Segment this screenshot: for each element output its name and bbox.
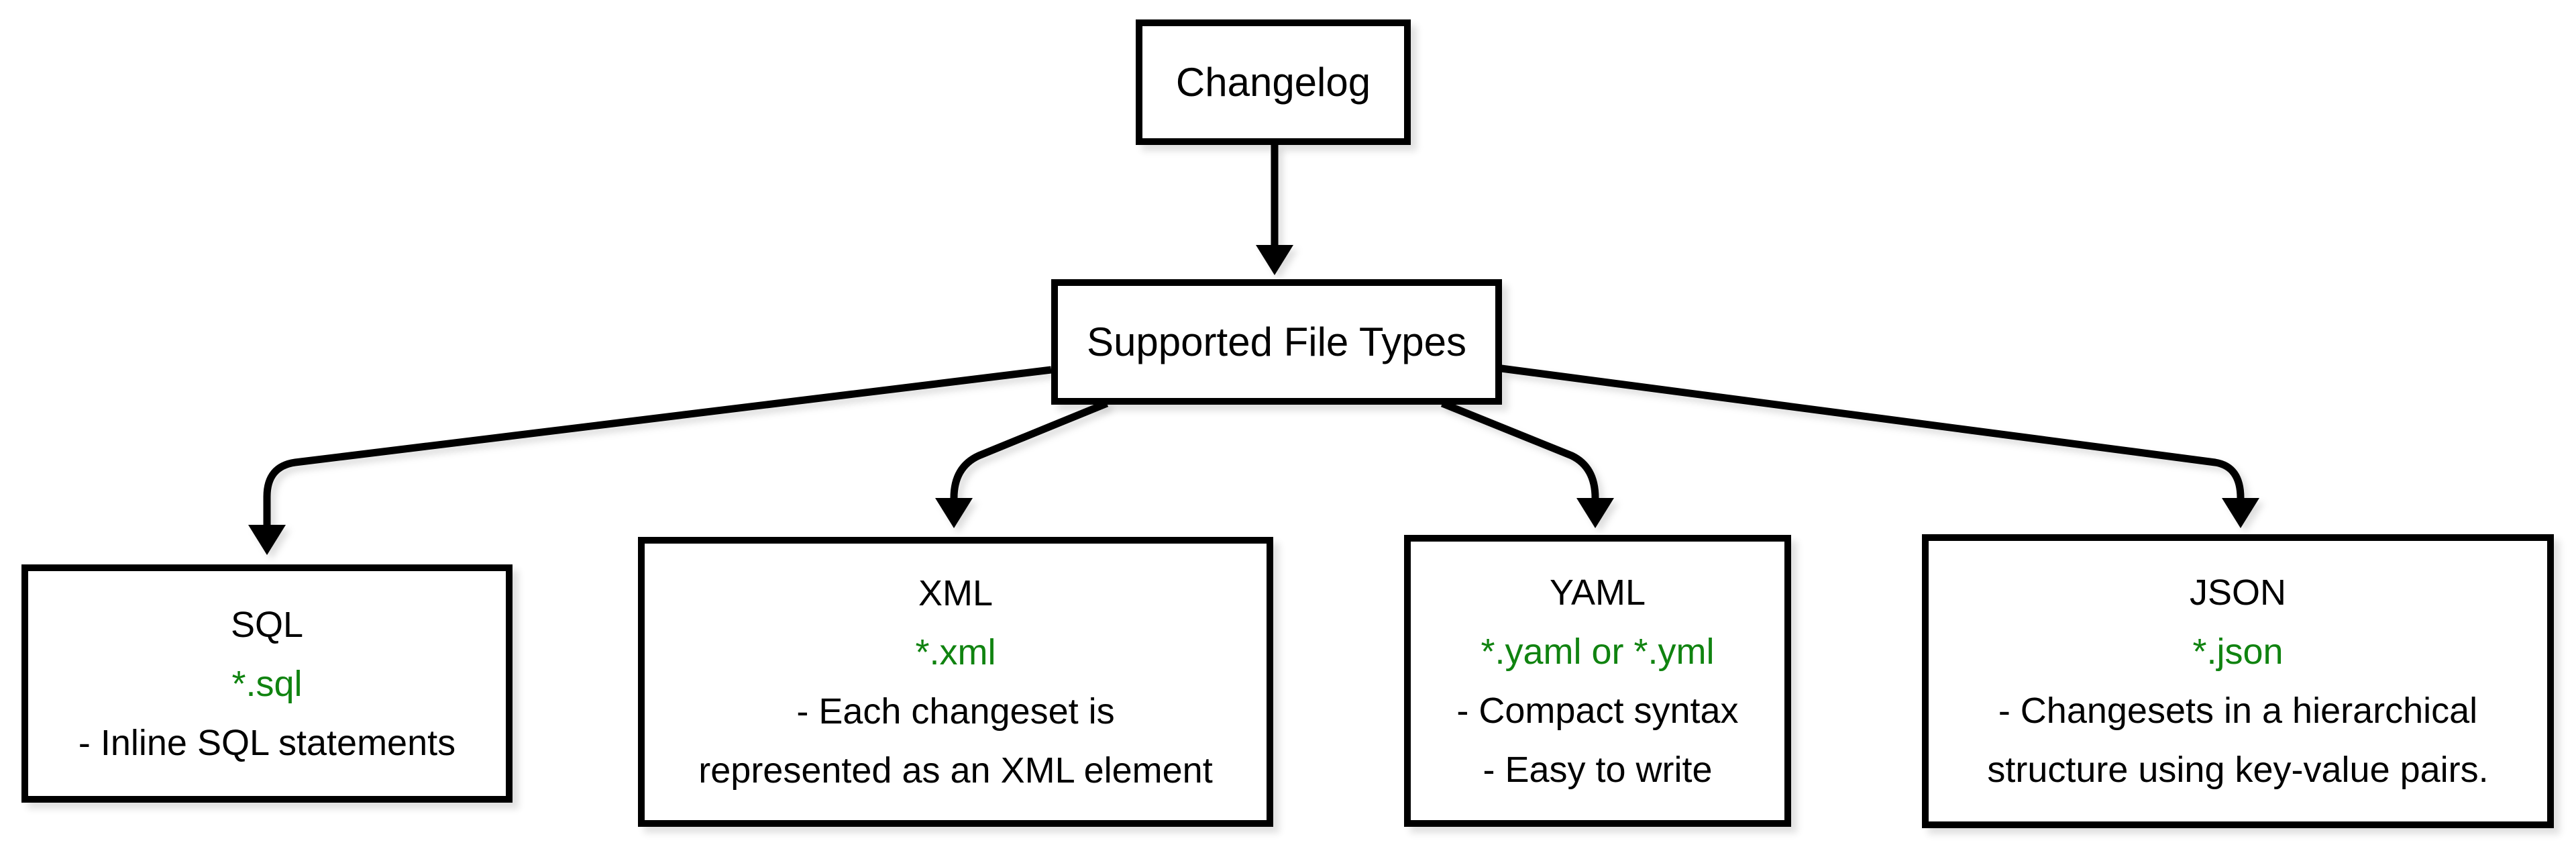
type-title: YAML bbox=[1549, 572, 1646, 613]
node-label: Supported File Types bbox=[1087, 319, 1466, 364]
node-xml: XML *.xml - Each changeset is represente… bbox=[638, 537, 1273, 827]
type-title: JSON bbox=[2189, 572, 2287, 613]
file-pattern: *.xml bbox=[915, 632, 996, 672]
file-pattern: *.sql bbox=[231, 663, 303, 704]
node-yaml: YAML *.yaml or *.yml - Compact syntax - … bbox=[1404, 535, 1791, 827]
edge-hub-to-sql bbox=[263, 366, 1052, 525]
arrowhead-sql bbox=[248, 525, 286, 555]
note-line: - Inline SQL statements bbox=[78, 722, 456, 763]
type-title: XML bbox=[918, 573, 994, 613]
node-label: Changelog bbox=[1175, 59, 1371, 105]
note-line: - Compact syntax bbox=[1456, 690, 1739, 731]
edge-hub-to-json bbox=[1501, 364, 2245, 499]
file-pattern: *.yaml or *.yml bbox=[1481, 631, 1715, 672]
edge-hub-to-xml bbox=[950, 399, 1109, 499]
arrowhead-json bbox=[2222, 498, 2259, 528]
arrowhead-hub bbox=[1256, 245, 1293, 275]
arrowhead-xml bbox=[935, 498, 973, 528]
file-pattern: *.json bbox=[2192, 632, 2284, 672]
edge-hub-to-yaml bbox=[1440, 399, 1599, 499]
note-line: represented as an XML element bbox=[698, 750, 1213, 791]
note-line: - Easy to write bbox=[1483, 749, 1713, 790]
node-json: JSON *.json - Changesets in a hierarchic… bbox=[1922, 534, 2554, 828]
type-title: SQL bbox=[230, 604, 304, 645]
node-supported-file-types: Supported File Types bbox=[1051, 279, 1502, 405]
note-line: - Changesets in a hierarchical bbox=[1998, 691, 2478, 731]
node-sql: SQL *.sql - Inline SQL statements bbox=[21, 564, 513, 803]
note-line: - Each changeset is bbox=[796, 691, 1115, 732]
note-line: structure using key-value pairs. bbox=[1987, 750, 2489, 790]
node-changelog: Changelog bbox=[1136, 19, 1411, 145]
arrowhead-yaml bbox=[1576, 498, 1614, 528]
